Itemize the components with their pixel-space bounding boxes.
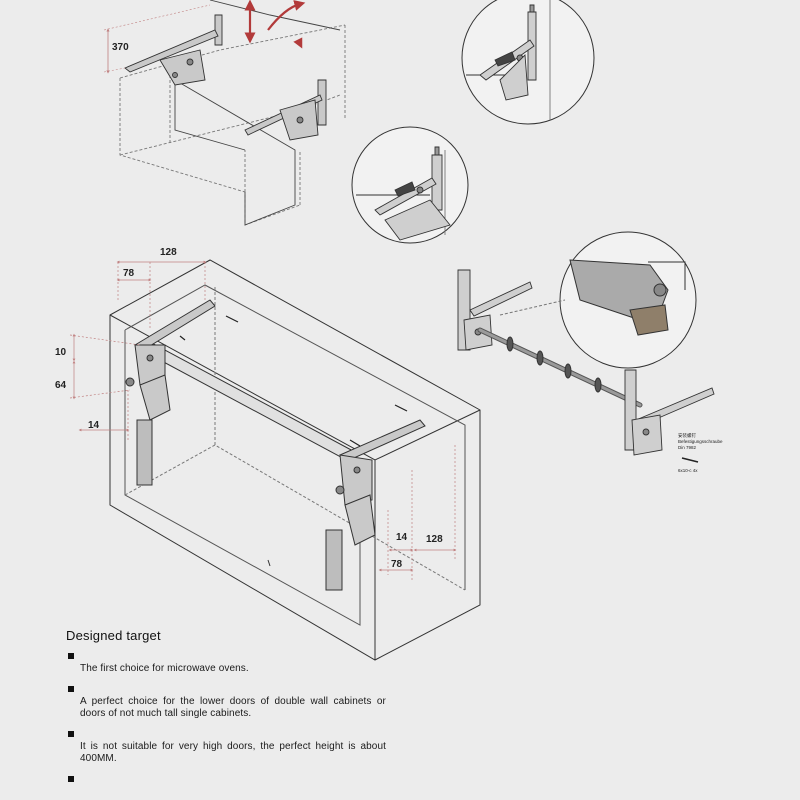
right-dimensions [378, 445, 457, 580]
exploded-rod [477, 327, 643, 408]
list-item: A perfect choice for the lower doors of … [66, 686, 386, 720]
dim-left-outer-label: 128 [160, 247, 177, 258]
dim-370: 370 [103, 4, 211, 74]
bullet-icon [68, 686, 74, 692]
list-item: It is not suitable for very high doors, … [66, 731, 386, 765]
zoom-detail [569, 259, 686, 336]
list-item-text: The first choice for microwave ovens. [80, 663, 249, 674]
dim-left-top-label: 10 [55, 347, 67, 358]
detail-circle-middle [351, 126, 469, 244]
exploded-hinge-top [457, 269, 533, 351]
list-item-text: A perfect choice for the lower doors of … [80, 696, 386, 719]
motion-arrows [244, 0, 306, 49]
screws [179, 315, 408, 447]
list-item-text: It is not suitable for very high doors, … [80, 741, 386, 764]
dim-right-height-label: 128 [426, 534, 443, 545]
bullet-icon [68, 776, 74, 782]
svg-text:Befestigungsschraube: Befestigungsschraube [678, 439, 723, 444]
list-item: The first choice for microwave ovens. [66, 653, 386, 675]
top-hinge-mechanism [124, 14, 223, 86]
svg-text:Din 7982: Din 7982 [678, 445, 697, 450]
bullet-icon [68, 653, 74, 659]
screw-package-label: 安装螺钉 Befestigungsschraube Din 7982 6x10-… [678, 432, 723, 473]
dim-left-inner-label: 78 [123, 268, 135, 279]
main-cabinet-drawing [109, 259, 481, 661]
svg-text:安装螺钉: 安装螺钉 [678, 432, 696, 439]
designed-target-section: Designed target The first choice for mic… [66, 628, 386, 793]
exploded-hinge-bottom [624, 369, 715, 456]
left-lift-mechanism [125, 299, 216, 486]
detail-circle-top [461, 0, 595, 125]
section-title: Designed target [66, 628, 161, 643]
list-item [66, 776, 386, 782]
left-dimensions [69, 260, 207, 440]
dim-370-label: 370 [112, 42, 129, 53]
bullet-icon [68, 731, 74, 737]
exploded-parts-view: 安装螺钉 Befestigungsschraube Din 7982 6x10-… [457, 231, 723, 473]
dim-left-depth-label: 14 [88, 420, 100, 431]
top-cabinet-illustration [119, 0, 346, 226]
bottom-hinge-mechanism [244, 79, 327, 141]
right-lift-mechanism [325, 419, 426, 591]
dim-left-bottom-label: 64 [55, 380, 67, 391]
svg-text:6x10-c 4x: 6x10-c 4x [678, 468, 698, 473]
dim-right-width-label: 78 [391, 559, 403, 570]
dim-right-depth-label: 14 [396, 532, 408, 543]
